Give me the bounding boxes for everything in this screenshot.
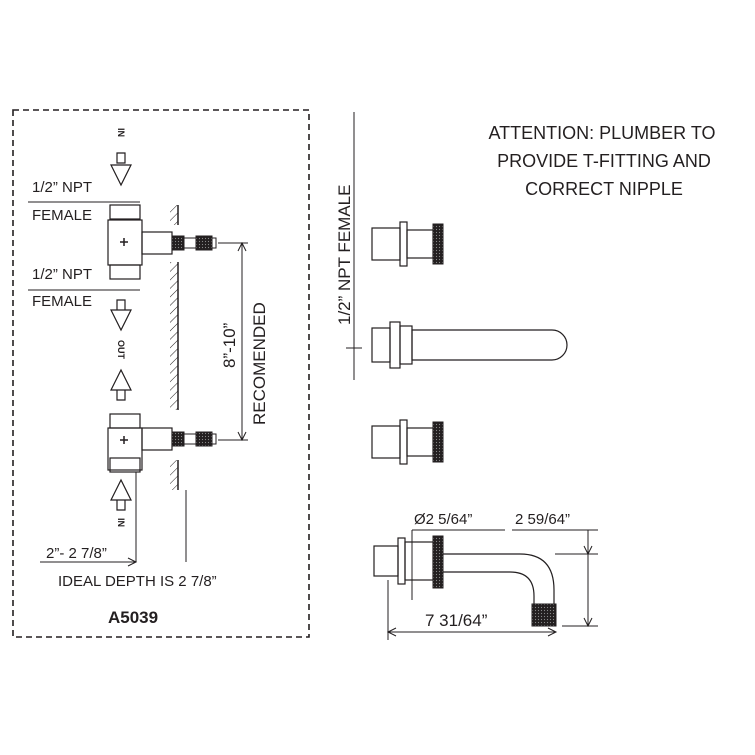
npt-top-label-1: 1/2” NPT xyxy=(32,179,92,196)
out-arrows: OUT xyxy=(110,299,132,401)
front-spout xyxy=(371,321,568,369)
attention-line-2: PROVIDE T-FITTING AND xyxy=(497,151,711,171)
npt-top-label-2: FEMALE xyxy=(32,207,92,224)
out-label: OUT xyxy=(116,340,126,360)
depth-dimension: 2”- 2 7/8” IDEAL DEPTH IS 2 7/8” xyxy=(40,472,217,590)
valve-top xyxy=(107,204,217,280)
down-arrow-icon xyxy=(110,152,132,187)
wall xyxy=(170,205,179,490)
in-arrow-bottom: IN xyxy=(110,478,132,527)
recommended-label: RECOMENDED xyxy=(250,302,269,425)
rough-in-panel: IN 1/2” NPT FEMALE 1/2” NPT FEMALE OUT xyxy=(12,109,310,638)
depth-range-label: 2”- 2 7/8” xyxy=(46,545,107,562)
model-number: A5039 xyxy=(108,608,158,627)
height-label: 2 59/64” xyxy=(515,511,570,528)
in-arrow-top: IN xyxy=(110,128,132,187)
front-view: 1/2” NPT FEMALE xyxy=(335,112,568,465)
front-handle-bottom xyxy=(371,419,444,465)
diameter-label: Ø2 5/64” xyxy=(414,511,472,528)
attention-line-1: ATTENTION: PLUMBER TO xyxy=(488,123,715,143)
spacing-dimension: 8”-10” RECOMENDED xyxy=(218,241,269,442)
side-view: Ø2 5/64” 2 59/64” 7 31/64” xyxy=(373,511,598,640)
spacing-label: 8”-10” xyxy=(220,322,239,368)
valve-bottom xyxy=(107,413,217,473)
up-arrow-icon xyxy=(110,368,132,401)
length-label: 7 31/64” xyxy=(425,611,488,630)
dashed-border xyxy=(12,109,310,638)
npt-bottom-label-1: 1/2” NPT xyxy=(32,266,92,283)
ideal-depth-label: IDEAL DEPTH IS 2 7/8” xyxy=(58,573,217,590)
attention-note: ATTENTION: PLUMBER TO PROVIDE T-FITTING … xyxy=(488,123,715,199)
in-label-bottom: IN xyxy=(116,518,126,527)
front-handle-top xyxy=(371,221,444,267)
up-arrow-icon xyxy=(110,478,132,511)
npt-bottom-label-2: FEMALE xyxy=(32,293,92,310)
in-label-top: IN xyxy=(116,128,126,137)
down-arrow-icon xyxy=(110,299,132,332)
attention-line-3: CORRECT NIPPLE xyxy=(525,179,683,199)
front-npt-label: 1/2” NPT FEMALE xyxy=(335,185,354,325)
